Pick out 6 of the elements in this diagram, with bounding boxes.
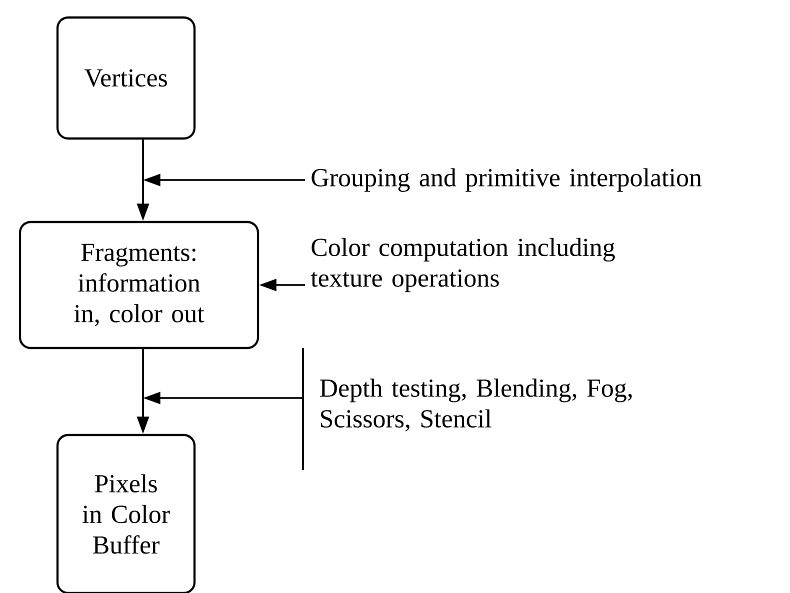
annotation-text: Depth testing, Blending, Fog, Scissors, Stencil bbox=[320, 378, 632, 432]
process-box: Fragments: information in, color out bbox=[18, 220, 260, 350]
annotation-text: Color computation including texture operations bbox=[310, 238, 615, 292]
process-box: Pixels in Color Buffer bbox=[56, 434, 196, 593]
annotation-text: Grouping and primitive interpolation bbox=[312, 168, 702, 192]
process-box: Vertices bbox=[56, 16, 196, 140]
